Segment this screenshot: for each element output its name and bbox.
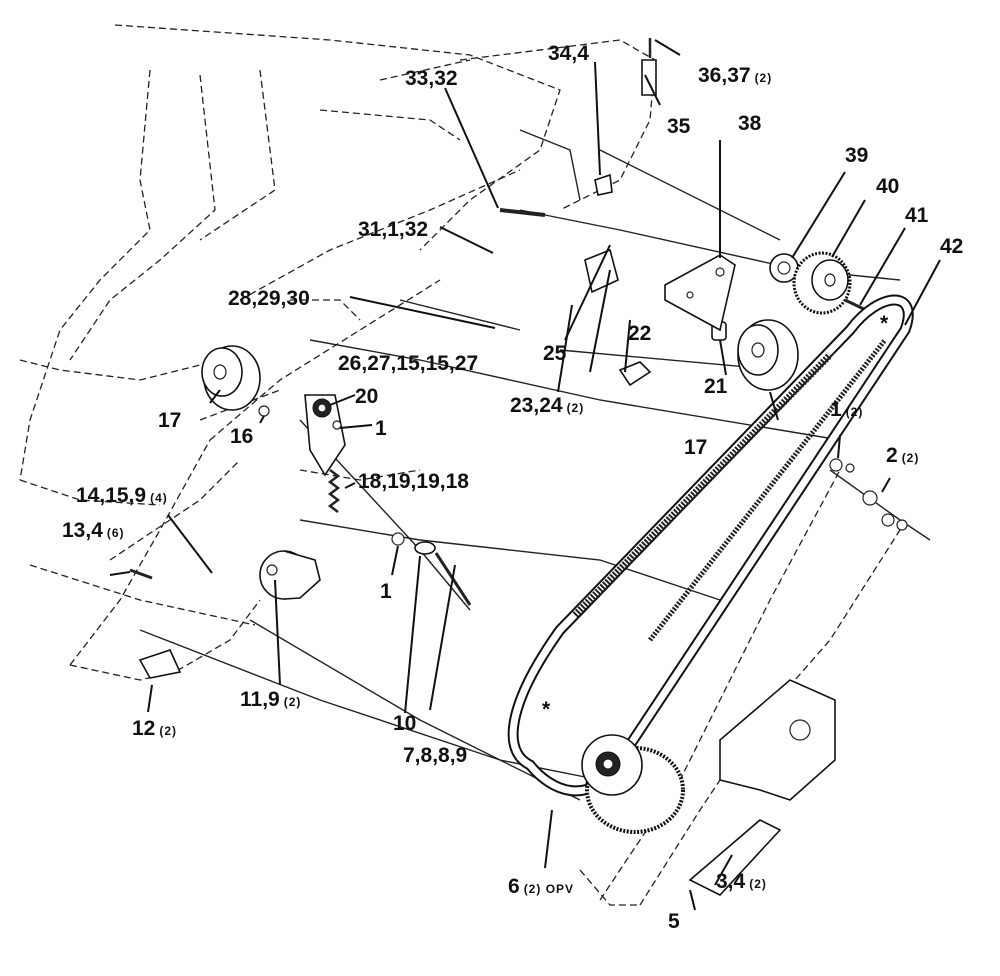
callout-5: 5 xyxy=(668,910,680,933)
bracket-38 xyxy=(664,254,736,332)
washer-1-upper xyxy=(332,420,342,430)
callout-26-27-15-15-27: 26,27,15,15,27 xyxy=(338,352,478,375)
callout-3-4: 3,4(2) xyxy=(716,870,767,893)
callout-17-right: 17 xyxy=(684,436,707,459)
callout-17-left: 17 xyxy=(158,409,181,432)
spacer-10 xyxy=(414,541,436,555)
lever-22 xyxy=(618,361,652,387)
callout-11-9: 11,9(2) xyxy=(240,688,301,711)
callout-1-lower: 1 xyxy=(380,580,392,603)
belt-mark-lower: * xyxy=(542,698,551,721)
pin-36-35 xyxy=(641,38,657,96)
drive-pulley-lower xyxy=(581,734,685,834)
drive-belt-42 xyxy=(507,294,914,797)
callout-25: 25 xyxy=(543,342,567,365)
latch-34 xyxy=(594,173,613,196)
washer-1-lower xyxy=(391,532,405,546)
tensioner-arm-20 xyxy=(304,394,346,477)
frame-solid-lines xyxy=(139,129,931,801)
callout-22: 22 xyxy=(628,322,651,345)
bolt-33 xyxy=(499,208,546,217)
callout-labels: 34,4 36,37(2) 33,32 35 38 39 40 41 42 31… xyxy=(62,42,963,933)
callout-10: 10 xyxy=(393,712,416,735)
nut-2-right xyxy=(862,490,908,531)
callout-7-8-8-9: 7,8,8,9 xyxy=(403,744,467,767)
callout-31-1-32: 31,1,32 xyxy=(358,218,428,241)
clip-12 xyxy=(138,649,182,679)
spring-18-19 xyxy=(327,469,341,513)
callout-21: 21 xyxy=(704,375,728,398)
idler-pulley-17-left xyxy=(201,345,261,411)
callout-20: 20 xyxy=(355,385,378,408)
callout-40: 40 xyxy=(876,175,899,198)
callout-12: 12(2) xyxy=(132,717,177,740)
sprocket-pulley-40 xyxy=(792,251,852,315)
callout-1-upper: 1 xyxy=(375,417,387,440)
belt-mark-upper: * xyxy=(880,312,889,335)
washer-1-right xyxy=(829,458,855,473)
bolt-13 xyxy=(129,568,153,580)
callout-2-right: 2(2) xyxy=(886,444,919,467)
callout-38: 38 xyxy=(738,112,762,135)
mount-bracket-5 xyxy=(688,679,836,896)
callout-16: 16 xyxy=(230,425,253,448)
callout-41: 41 xyxy=(905,204,929,227)
callout-34-4: 34,4 xyxy=(548,42,589,65)
callout-42: 42 xyxy=(940,235,963,258)
callout-39: 39 xyxy=(845,144,868,167)
callout-35: 35 xyxy=(667,115,691,138)
idler-pulley-17-right xyxy=(737,319,799,391)
callout-28-29-30: 28,29,30 xyxy=(228,287,310,310)
washer-16 xyxy=(258,405,270,417)
callout-1-right: 1(2) xyxy=(830,398,863,421)
callout-23-24: 23,24(2) xyxy=(510,394,584,417)
callout-33-32: 33,32 xyxy=(405,67,458,90)
idler-roller-11 xyxy=(259,550,321,600)
callout-13-4: 13,4(6) xyxy=(62,519,125,542)
callout-6: 6(2) OPV xyxy=(508,875,574,898)
callout-36-37: 36,37(2) xyxy=(698,64,772,87)
callout-18-19-19-18: 18,19,19,18 xyxy=(358,470,469,493)
callout-14-15-9: 14,15,9(4) xyxy=(76,484,168,507)
leader-lines xyxy=(109,39,941,911)
